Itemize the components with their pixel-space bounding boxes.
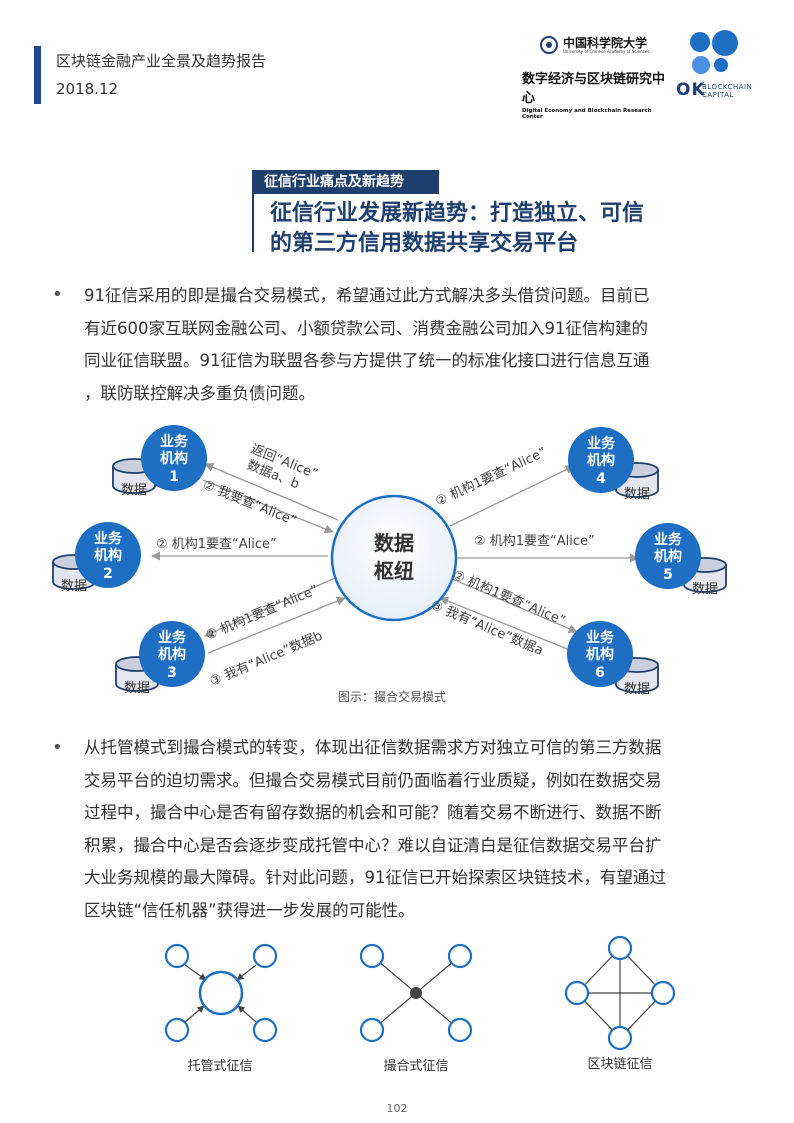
section-title: 征信行业发展新趋势：打造独立、可信 的第三方信用数据共享交易平台 xyxy=(270,199,730,259)
section-title-line1: 征信行业发展新趋势：打造独立、可信 xyxy=(270,201,645,226)
paragraph-1: 91征信采用的即是撮合交易模式，希望通过此方式解决多头借贷问题。目前已 有近60… xyxy=(84,280,744,410)
data-hub-circle xyxy=(330,494,458,622)
institution-node-6: 数据 业务 机构 6 xyxy=(567,621,659,697)
blockchain-model-label: 区块链征信 xyxy=(587,1057,652,1072)
hub-label-line1: 数据 xyxy=(374,531,414,555)
node-number: 6 xyxy=(595,665,605,681)
paragraph-1-line: 91征信采用的即是撮合交易模式，希望通过此方式解决多头借贷问题。目前已 xyxy=(84,286,650,305)
paragraph-2-line: 积累，撮合中心是否会逐步变成托管中心？难以自证清白是征信数据交易平台扩 xyxy=(84,835,662,855)
db-label: 数据 xyxy=(624,682,650,697)
research-center-english: Digital Economy and Blockchain Research … xyxy=(522,108,652,120)
db-label: 数据 xyxy=(61,579,87,594)
node-label-line2: 机构 xyxy=(587,452,615,469)
arrow-node3-to-hub xyxy=(207,596,346,654)
custody-model-label: 托管式征信 xyxy=(187,1059,252,1074)
label-node5-query: ② 机构1要查“Alice” xyxy=(474,534,595,549)
custody-model-graph xyxy=(164,943,278,1043)
matchmaking-model-label: 撮合式征信 xyxy=(383,1058,448,1074)
hub-label-line2: 枢纽 xyxy=(374,559,414,583)
ok-logo-mark: OK xyxy=(676,80,706,100)
ok-logo-sub1: BLOCKCHAIN xyxy=(702,83,753,91)
node-label-line2: 机构 xyxy=(654,548,682,565)
header-accent-bar xyxy=(34,46,41,104)
node-label-line1: 业务 xyxy=(158,629,187,646)
paragraph-2-line: 交易平台的迫切需求。但撮合交易模式目前仍面临着行业质疑，例如在数据交易 xyxy=(84,770,662,790)
section-title-line2: 的第三方信用数据共享交易平台 xyxy=(270,231,579,256)
node-label-line1: 业务 xyxy=(160,433,189,450)
db-label: 数据 xyxy=(124,681,150,696)
paragraph-2-line: 区块链“信任机器”获得进一步发展的可能性。 xyxy=(84,900,415,920)
arrow-node1-to-hub xyxy=(202,479,334,534)
node-number: 1 xyxy=(169,469,179,485)
research-center-name: 数字经济与区块链研究中心 xyxy=(522,72,666,106)
blockchain-model-graph xyxy=(564,935,676,1051)
ucas-logo: 中国科学院大学 University of Chinese Academy of… xyxy=(522,35,672,120)
db-label: 数据 xyxy=(692,582,718,597)
ok-blockchain-logo-icon xyxy=(690,30,740,78)
arrow-node6-to-hub xyxy=(439,596,571,651)
node-label-line2: 机构 xyxy=(158,646,186,663)
bullet-2: • xyxy=(52,737,63,758)
label-node4-query: ② 机构1要查“Alice” xyxy=(433,445,549,510)
report-title: 区块链金融产业全景及趋势报告 xyxy=(56,52,267,70)
arrow-hub-to-node3 xyxy=(204,577,336,637)
node-label-line2: 机构 xyxy=(160,450,188,467)
ucas-name: 中国科学院大学 xyxy=(563,35,648,50)
paragraph-2-line: 大业务规模的最大障碍。针对此问题，91征信已开始探索区块链技术，有望通过 xyxy=(84,868,666,887)
node-number: 2 xyxy=(103,566,113,582)
matchmaking-model-graph xyxy=(359,943,473,1043)
institution-node-5: 数据 业务 机构 5 xyxy=(635,523,727,597)
ok-logo-sub2: CAPITAL xyxy=(702,91,734,99)
matchmaking-diagram: 数据 枢纽 数据 业务 机构 1 数据 业务 机构 2 数据 业务 xyxy=(52,425,727,704)
node-label-line2: 机构 xyxy=(94,547,122,564)
node-label-line1: 业务 xyxy=(587,435,616,452)
institution-node-2: 数据 业务 机构 2 xyxy=(52,522,141,594)
institution-node-3: 数据 业务 机构 3 xyxy=(115,621,205,696)
db-label: 数据 xyxy=(624,487,650,502)
paragraph-1-line: ，联防联控解决多重负债问题。 xyxy=(84,383,315,403)
paragraph-1-line: 同业征信联盟。91征信为联盟各参与方提供了统一的标准化接口进行信息互通 xyxy=(84,351,650,370)
node-label-line2: 机构 xyxy=(586,646,614,663)
arrow-hub-to-node6 xyxy=(449,577,578,633)
node-label-line1: 业务 xyxy=(94,530,123,547)
node-number: 4 xyxy=(596,471,606,487)
ucas-seal-icon xyxy=(540,36,558,54)
arrow-hub-to-node4 xyxy=(449,465,575,527)
label-node3-reply: ③ 我有“Alice”数据b xyxy=(208,629,325,690)
ucas-english-name: University of Chinese Academy of Science… xyxy=(563,48,650,54)
node-label-line1: 业务 xyxy=(654,531,683,548)
report-date: 2018.12 xyxy=(56,80,119,98)
institution-node-1: 数据 业务 机构 1 xyxy=(112,425,207,498)
arrow-hub-to-node1 xyxy=(204,462,339,521)
db-label: 数据 xyxy=(121,483,147,498)
node-number: 5 xyxy=(663,567,673,583)
diagram-caption: 图示：撮合交易模式 xyxy=(338,689,446,704)
section-title-rule xyxy=(252,194,254,252)
credit-model-figures: 托管式征信 撮合式征信 区块链征信 xyxy=(164,935,676,1074)
bullet-1: • xyxy=(52,284,63,305)
institution-node-4: 数据 业务 机构 4 xyxy=(568,427,659,502)
paragraph-1-line: 有近600家互联网金融公司、小额贷款公司、消费金融公司加入91征信构建的 xyxy=(84,318,648,338)
page-number: 102 xyxy=(386,1102,408,1115)
node-number: 3 xyxy=(167,665,177,681)
node-label-line1: 业务 xyxy=(586,629,615,646)
paragraph-2: 从托管模式到撮合模式的转变，体现出征信数据需求方对独立可信的第三方数据 交易平台… xyxy=(84,732,744,927)
paragraph-2-line: 从托管模式到撮合模式的转变，体现出征信数据需求方对独立可信的第三方数据 xyxy=(84,738,662,757)
ok-logo-subtitle: BLOCKCHAIN CAPITAL xyxy=(702,83,752,99)
label-node2-query: ② 机构1要查“Alice” xyxy=(156,537,277,552)
section-tag: 征信行业痛点及新趋势 xyxy=(252,170,439,194)
paragraph-2-line: 过程中，撮合中心是否有留存数据的机会和可能？随着交易不断进行、数据不断 xyxy=(84,803,662,822)
